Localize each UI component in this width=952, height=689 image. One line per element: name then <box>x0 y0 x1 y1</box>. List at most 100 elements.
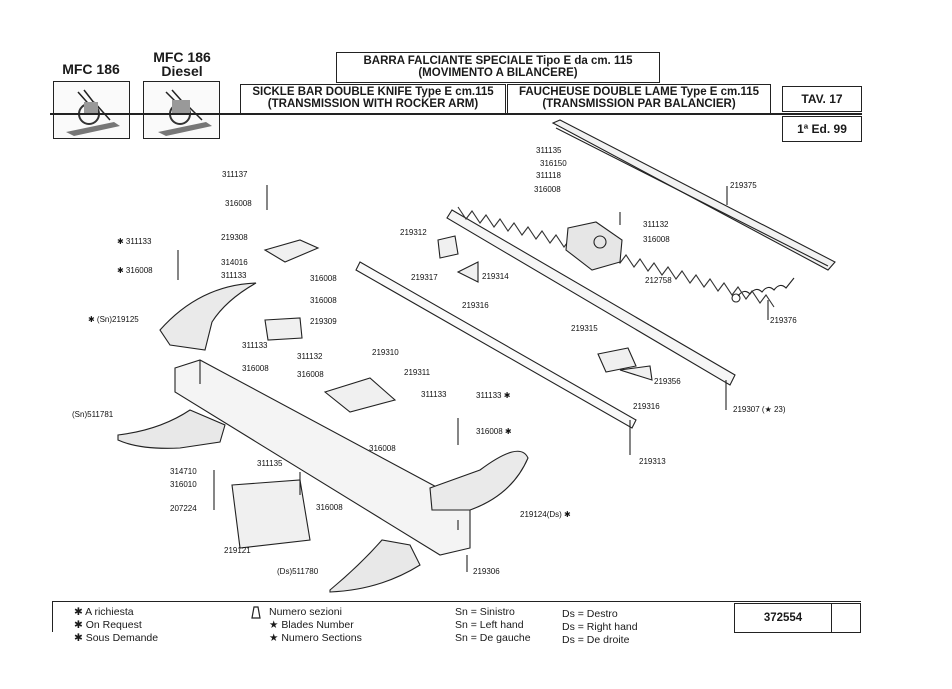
part-219316-a: 219316 <box>462 301 489 310</box>
point-511780 <box>329 539 421 593</box>
part-212758: 212758 <box>645 276 672 285</box>
legend-right-it: Ds = Destro <box>562 608 618 620</box>
part-316008-b: 316008 <box>310 274 337 283</box>
legend-frame <box>52 601 861 632</box>
legend-on-request-fr: ✱ Sous Demande <box>74 632 159 644</box>
part-316010: 316010 <box>170 480 197 489</box>
part-219121: 219121 <box>224 546 251 555</box>
title-english: SICKLE BAR DOUBLE KNIFE Type E cm.115 (T… <box>240 84 506 114</box>
plate-219121 <box>231 479 311 549</box>
section-219314 <box>456 261 479 283</box>
legend-blades-it: Numero sezioni <box>269 606 342 618</box>
rocker-212758 <box>565 221 623 271</box>
title-it-line2: (MOVIMENTO A BILANCERE) <box>418 67 578 79</box>
strip-219313 <box>355 261 637 429</box>
part-219312: 219312 <box>400 228 427 237</box>
part-311133-c: 311133 <box>421 390 447 399</box>
part-219309: 219309 <box>310 317 337 326</box>
title-italian: BARRA FALCIANTE SPECIALE Tipo E da cm. 1… <box>336 52 660 83</box>
legend-right: Ds = Destro Ds = Right hand Ds = De droi… <box>562 608 638 647</box>
part-219376: 219376 <box>770 316 797 325</box>
model-mfc186-diesel-label: MFC 186 Diesel <box>144 50 220 78</box>
mower-illustration-a <box>66 89 120 136</box>
part-316008-d: 316008 <box>242 364 269 373</box>
catalog-code-box: 372554 <box>734 603 832 633</box>
part-219311: 219311 <box>404 368 431 377</box>
section-icon <box>249 605 263 624</box>
legend-on-request-en: ✱ On Request <box>74 619 142 631</box>
model-mfc186-label: MFC 186 <box>62 61 120 77</box>
title-fr-line1: FAUCHEUSE DOUBLE LAME Type E cm.115 <box>518 86 760 98</box>
part-316008-h: 316008 <box>316 503 343 512</box>
part-316008-i: 316008 <box>534 185 561 194</box>
main-bar-219306 <box>174 359 471 556</box>
part-219316-b: 219316 <box>633 402 660 411</box>
part-311132-b: 311132 <box>643 220 669 229</box>
part-314016: 314016 <box>221 258 248 267</box>
legend-blades-fr: ★ Numero Sections <box>269 632 362 644</box>
part-316008-a: 316008 <box>225 199 252 208</box>
legend-on-request: ✱ A richiesta ✱ On Request ✱ Sous Demand… <box>74 606 158 645</box>
guard-219310 <box>323 377 397 413</box>
part-316150: 316150 <box>540 159 567 168</box>
part-311135-a: 311135 <box>257 459 283 468</box>
shoe-219125 <box>159 282 257 351</box>
title-it-line1: BARRA FALCIANTE SPECIALE Tipo E da cm. 1… <box>363 55 633 67</box>
part-219308: 219308 <box>221 233 248 242</box>
catalog-code: 372554 <box>763 612 803 624</box>
part-316008-e: 316008 <box>297 370 324 379</box>
title-en-line1: SICKLE BAR DOUBLE KNIFE Type E cm.115 <box>252 86 494 98</box>
table-number: TAV. 17 <box>782 86 862 112</box>
part-311133-c2: 311133 ✱ <box>476 391 511 400</box>
title-fr-line2: (TRANSMISSION PAR BALANCIER) <box>542 98 736 110</box>
part-219314: 219314 <box>482 272 509 281</box>
part-314710: 314710 <box>170 467 197 476</box>
machine-thumbnail-a <box>53 81 130 139</box>
machine-thumbnail-b <box>143 81 220 139</box>
part-219310: 219310 <box>372 348 399 357</box>
part-219124: 219124(Ds) ✱ <box>520 510 571 519</box>
part-219125: ✱ (Sn)219125 <box>88 315 139 324</box>
exploded-parts-diagram <box>117 119 836 593</box>
part-316008-g: 316008 <box>369 444 396 453</box>
point-511781 <box>117 409 226 449</box>
model-diesel-line1: MFC 186 <box>153 49 211 65</box>
code-box-tail <box>831 603 861 633</box>
part-219306: 219306 <box>473 567 500 576</box>
part-316008-j: 316008 <box>643 235 670 244</box>
section-219312 <box>437 235 459 259</box>
legend-left-it: Sn = Sinistro <box>455 606 515 618</box>
legend-on-request-it: ✱ A richiesta <box>74 606 134 618</box>
clip-219308 <box>263 239 320 263</box>
strip-219375 <box>551 119 836 271</box>
spring-219376 <box>731 277 795 303</box>
part-219313: 219313 <box>639 457 666 466</box>
part-511781: (Sn)511781 <box>72 410 114 419</box>
part-311132-a: 311132 <box>297 352 323 361</box>
legend-blades: Numero sezioni ★ Blades Number ★ Numero … <box>269 606 362 645</box>
part-207224: 207224 <box>170 504 197 513</box>
part-311133-b: 311133 <box>242 341 268 350</box>
title-en-line2: (TRANSMISSION WITH ROCKER ARM) <box>267 98 479 110</box>
part-311133-a: 311133 <box>221 271 247 280</box>
part-311118: 311118 <box>536 171 561 180</box>
legend-left-en: Sn = Left hand <box>455 619 524 631</box>
legend-blades-en: ★ Blades Number <box>269 619 354 631</box>
shoe-219124 <box>429 450 529 511</box>
legend-left-fr: Sn = De gauche <box>455 632 531 644</box>
legend-right-fr: Ds = De droite <box>562 634 630 646</box>
title-french: FAUCHEUSE DOUBLE LAME Type E cm.115 (TRA… <box>507 84 771 114</box>
part-316008-star: ✱ 316008 <box>117 266 153 275</box>
part-311137: 311137 <box>222 170 248 179</box>
part-219307: 219307 (★ 23) <box>733 405 786 414</box>
section-219315 <box>597 347 637 373</box>
legend-left: Sn = Sinistro Sn = Left hand Sn = De gau… <box>455 606 531 645</box>
edition-label: 1ª Ed. 99 <box>782 116 862 142</box>
part-316008-c: 316008 <box>310 296 337 305</box>
part-219375: 219375 <box>730 181 757 190</box>
part-511780: (Ds)511780 <box>277 567 319 576</box>
part-316008-f: 316008 ✱ <box>476 427 512 436</box>
section-219356 <box>619 365 653 381</box>
part-311133-star: ✱ 311133 <box>117 237 152 246</box>
legend-right-en: Ds = Right hand <box>562 621 638 633</box>
